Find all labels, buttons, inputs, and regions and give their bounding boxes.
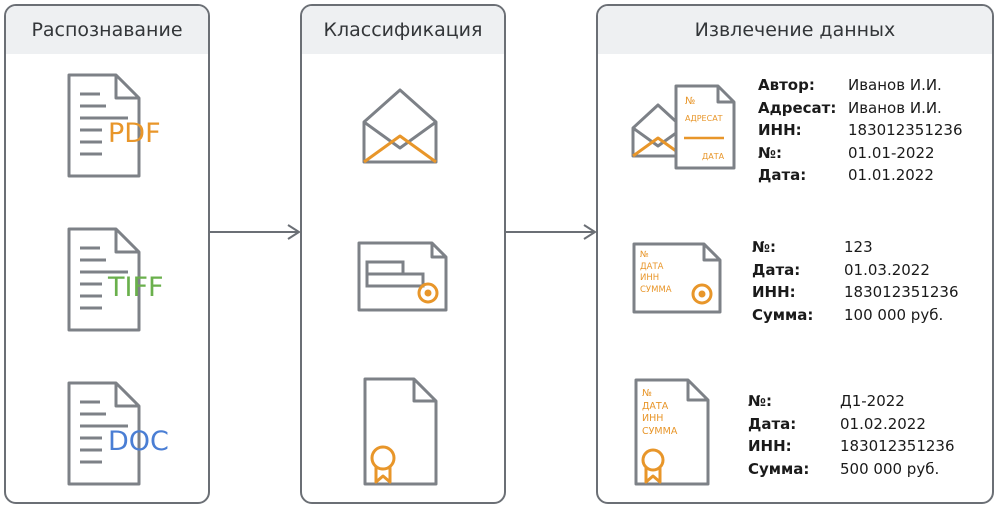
doc-document-icon: [67, 381, 141, 486]
extraction-panel: Извлечение данных № АДРЕСАТ ДАТА Автор: И…: [596, 4, 994, 504]
invoice-label-sum: СУММА: [640, 284, 672, 295]
letter-document-icon: [674, 84, 736, 170]
field-value: 01.01.2022: [848, 166, 934, 184]
invoice-icon: [357, 241, 448, 312]
field-value: 183012351236: [844, 283, 959, 301]
letter-field-row: ИНН: 183012351236: [758, 119, 963, 142]
letter-field-row: Автор: Иванов И.И.: [758, 74, 963, 97]
certificate-label-date: ДАТА: [642, 400, 669, 412]
pdf-document-icon: [67, 73, 141, 178]
letter-field-row: Адресат: Иванов И.И.: [758, 97, 963, 120]
certificate-label-inn: ИНН: [642, 413, 664, 424]
field-key: Автор:: [758, 76, 815, 94]
field-key: ИНН:: [758, 121, 802, 139]
field-key: Дата:: [748, 414, 797, 433]
classification-title: Классификация: [302, 6, 504, 54]
field-value: 183012351236: [848, 121, 963, 139]
letter-label-date: ДАТА: [702, 152, 725, 161]
field-key: Сумма:: [752, 305, 814, 324]
field-key: №:: [758, 143, 783, 162]
field-key: Дата:: [752, 260, 801, 279]
field-key: №:: [748, 392, 773, 410]
invoice-label-date: ДАТА: [640, 261, 664, 272]
field-value: Д1-2022: [840, 392, 905, 410]
invoice-label-no: №: [640, 250, 649, 260]
field-value: Иванов И.И.: [848, 76, 942, 94]
letter-field-row: Дата: 01.01.2022: [758, 164, 963, 187]
field-key: Дата:: [758, 166, 807, 184]
pdf-label: PDF: [108, 118, 161, 149]
certificate-field-row: Сумма: 500 000 руб.: [748, 458, 955, 481]
recognition-panel: Распознавание PDF TIFF DOC: [4, 4, 210, 504]
certificate-label-sum: СУММА: [642, 425, 678, 437]
classification-panel: Классификация: [300, 4, 506, 504]
arrow-recognition-to-classification: [210, 224, 301, 240]
invoice-labels: № ДАТА ИНН СУММА: [640, 250, 672, 296]
invoice-fields: №: 123 Дата: 01.03.2022 ИНН: 183012351236 С…: [752, 236, 959, 326]
field-value: Иванов И.И.: [848, 98, 942, 117]
invoice-field-row: №: 123: [752, 236, 959, 259]
field-key: Адресат:: [758, 98, 837, 117]
letter-field-row: №: 01.01-2022: [758, 142, 963, 165]
invoice-field-row: Сумма: 100 000 руб.: [752, 304, 959, 327]
invoice-field-row: Дата: 01.03.2022: [752, 259, 959, 282]
certificate-icon: [363, 377, 438, 486]
letter-fields: Автор: Иванов И.И. Адресат: Иванов И.И. ИН…: [758, 74, 963, 187]
certificate-fields: №: Д1-2022 Дата: 01.02.2022 ИНН: 1830123512…: [748, 390, 955, 480]
recognition-title: Распознавание: [6, 6, 208, 54]
field-value: 01.03.2022: [844, 260, 930, 279]
certificate-field-row: №: Д1-2022: [748, 390, 955, 413]
certificate-field-row: ИНН: 183012351236: [748, 435, 955, 458]
field-key: ИНН:: [752, 283, 796, 301]
field-key: ИНН:: [748, 437, 792, 455]
field-value: 123: [844, 238, 873, 256]
field-key: Сумма:: [748, 459, 810, 478]
certificate-labels: № ДАТА ИНН СУММА: [642, 388, 677, 438]
doc-label: DOC: [108, 426, 169, 457]
field-value: 100 000 руб.: [844, 305, 944, 324]
invoice-document-icon: [632, 242, 722, 314]
extraction-title: Извлечение данных: [598, 6, 992, 54]
field-value: 01.02.2022: [840, 414, 926, 433]
field-value: 500 000 руб.: [840, 459, 940, 478]
certificate-document-icon: [634, 378, 710, 486]
field-key: №:: [752, 238, 777, 256]
certificate-field-row: Дата: 01.02.2022: [748, 413, 955, 436]
envelope-icon: [362, 88, 438, 164]
certificate-label-no: №: [642, 388, 652, 399]
letter-label-no: №: [685, 96, 696, 107]
tiff-label: TIFF: [108, 272, 164, 303]
arrow-classification-to-extraction: [506, 224, 597, 240]
field-value: 183012351236: [840, 437, 955, 455]
letter-label-addressee: АДРЕСАТ: [685, 114, 723, 123]
invoice-field-row: ИНН: 183012351236: [752, 281, 959, 304]
invoice-label-inn: ИНН: [640, 273, 660, 283]
tiff-document-icon: [67, 227, 141, 332]
field-value: 01.01-2022: [848, 143, 935, 162]
